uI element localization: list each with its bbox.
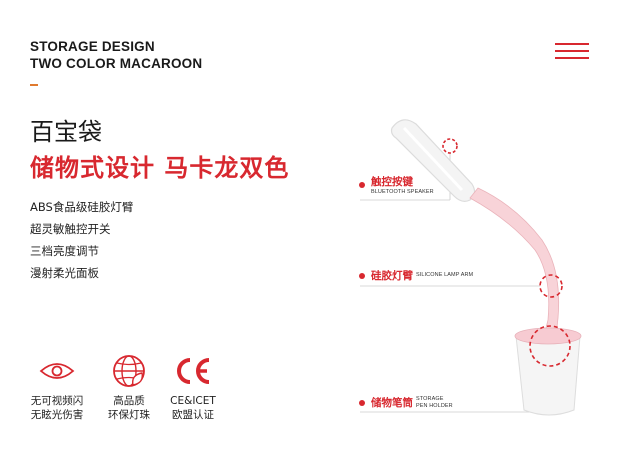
heading-line-2: TWO COLOR MACAROON [30,56,203,71]
arm-marker [539,274,563,298]
feature-item: ABS食品级硅胶灯臂 [30,200,134,214]
callout-en: STORAGE [416,395,444,402]
holder-marker [529,325,571,367]
silicone-arm [469,187,560,337]
callout-dot [359,182,365,188]
cert-no-flicker: 无可视频闪 无眩光伤害 [22,352,92,422]
callout-cn: 触控按键 [371,176,413,188]
callout-touch-key: 触控按键 BLUETOOTH SPEAKER [359,174,434,196]
callout-en: BLUETOOTH SPEAKER [371,189,434,195]
page-title: 百宝袋 [30,118,102,146]
cert-ce: CE&ICET 欧盟认证 [158,352,228,422]
globe-leaf-icon [94,352,164,390]
feature-item: 漫射柔光面板 [30,266,99,280]
desk-lamp-illustration [360,119,582,416]
page-subtitle: 储物式设计 马卡龙双色 [30,154,290,182]
lamp-panel [402,126,464,192]
feature-item: 三档亮度调节 [30,244,99,258]
cert-label: 高品质 [113,395,145,407]
callout-arm: 硅胶灯臂 SILICONE LAMP ARM [359,268,473,283]
callout-en: PEN HOLDER [416,402,453,409]
pen-holder-rim [514,327,582,345]
feature-list: ABS食品级硅胶灯臂 超灵敏触控开关 三档亮度调节 漫射柔光面板 [30,196,133,284]
ce-mark-icon [158,352,228,390]
touch-key-marker [442,138,458,154]
feature-item: 超灵敏触控开关 [30,222,111,236]
callout-dot [359,399,365,406]
accent-dash [30,84,38,86]
brand-heading: STORAGE DESIGN TWO COLOR MACAROON [30,38,202,72]
callout-cn: 硅胶灯臂 [371,270,413,282]
cert-label: 无可视频闪 [30,395,84,407]
cert-label: 无眩光伤害 [30,409,84,421]
heading-line-1: STORAGE DESIGN [30,39,155,54]
eye-icon [22,352,92,390]
cert-label: 环保灯珠 [108,409,150,421]
callout-en: SILICONE LAMP ARM [416,272,474,278]
callout-cn: 储物笔筒 [371,397,413,409]
callout-holder: 储物笔筒 STORAGE PEN HOLDER [359,395,453,410]
callout-dot [359,272,365,279]
cert-label: 欧盟认证 [172,409,214,421]
cert-eco-beads: 高品质 环保灯珠 [94,352,164,422]
hamburger-menu-icon[interactable] [555,43,589,59]
cert-label: CE&ICET [170,395,216,407]
